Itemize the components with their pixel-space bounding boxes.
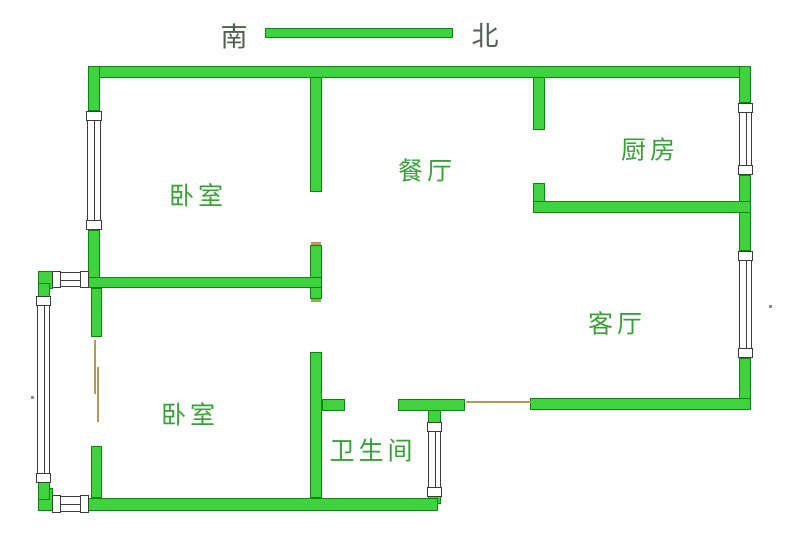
compass-north-label: 北 [471,21,499,53]
bathroom-east-window-icon [427,422,442,497]
central-wall-south [310,352,322,498]
bathroom-east-window-pane [434,431,436,488]
right-wall-middle [739,175,751,251]
living-room-east-window-cap-a [738,251,753,261]
room-label-south-bedroom: 卧室 [160,400,220,430]
bay-window-north-pane [61,279,80,281]
right-wall-upper [739,66,751,103]
bay-window-north-cap-b [80,271,89,288]
living-room-east-window-icon [738,251,753,358]
left-wall-upper [88,66,100,111]
living-room-east-window-pane [745,260,747,349]
bay-window-west-icon [36,296,51,483]
south-bedroom-door-leaf-2 [97,367,99,422]
bottom-wall [88,498,438,511]
bay-window-south-icon [52,495,89,513]
kitchen-east-window-cap-a [738,103,753,113]
south-bedroom-west-wall-lower [91,446,102,498]
bathroom-east-window-cap-a [427,422,442,432]
bay-window-south-cap-b [80,495,89,513]
bay-window-north-cap-a [52,271,61,288]
south-bedroom-door-leaf-1 [94,340,96,394]
south-bedroom-west-wall-upper [91,288,102,337]
north-bedroom-west-window-icon [86,111,102,230]
hallway-door-mark-upper [311,242,321,245]
compass-bar-icon [265,28,453,38]
bedroom-divider-wall [87,277,322,288]
compass-south-label: 南 [220,22,248,54]
central-wall-middle [310,245,322,299]
left-wall-lower [88,230,100,278]
north-bedroom-west-window-pane [94,120,95,221]
kitchen-south-wall [533,201,751,213]
kitchen-west-wall-upper [533,77,545,130]
bathroom-door-jamb [322,399,345,411]
bay-window-west-wall-lower [38,482,50,500]
bay-window-west-cap-b [36,473,51,483]
speck-right [769,305,772,308]
bay-window-west-wall-upper [38,283,50,297]
bathroom-east-window-cap-b [427,487,442,497]
room-label-living-room: 客厅 [587,309,647,339]
living-room-east-window-cap-b [738,348,753,358]
kitchen-east-window-icon [738,103,753,175]
top-wall [88,66,751,78]
bay-window-south-cap-a [52,495,61,513]
bay-window-south-pane [61,504,80,505]
north-bedroom-west-window-cap-b [86,220,102,230]
bay-window-west-pane [43,305,45,474]
north-bedroom-west-window-cap-a [86,111,102,121]
speck-left [31,396,34,399]
bay-window-west-cap-a [36,296,51,306]
entry-door-line [466,401,531,403]
central-wall-north [310,77,322,192]
room-label-kitchen: 厨房 [620,135,680,165]
room-label-bathroom: 卫生间 [329,436,417,466]
hallway-door-mark-lower [311,299,321,302]
kitchen-east-window-pane [745,112,747,166]
room-label-dining-room: 餐厅 [397,156,457,186]
kitchen-east-window-cap-b [738,165,753,175]
room-label-north-bedroom: 卧室 [168,181,228,211]
living-room-south-wall [530,398,751,410]
bay-window-north-icon [52,271,89,288]
